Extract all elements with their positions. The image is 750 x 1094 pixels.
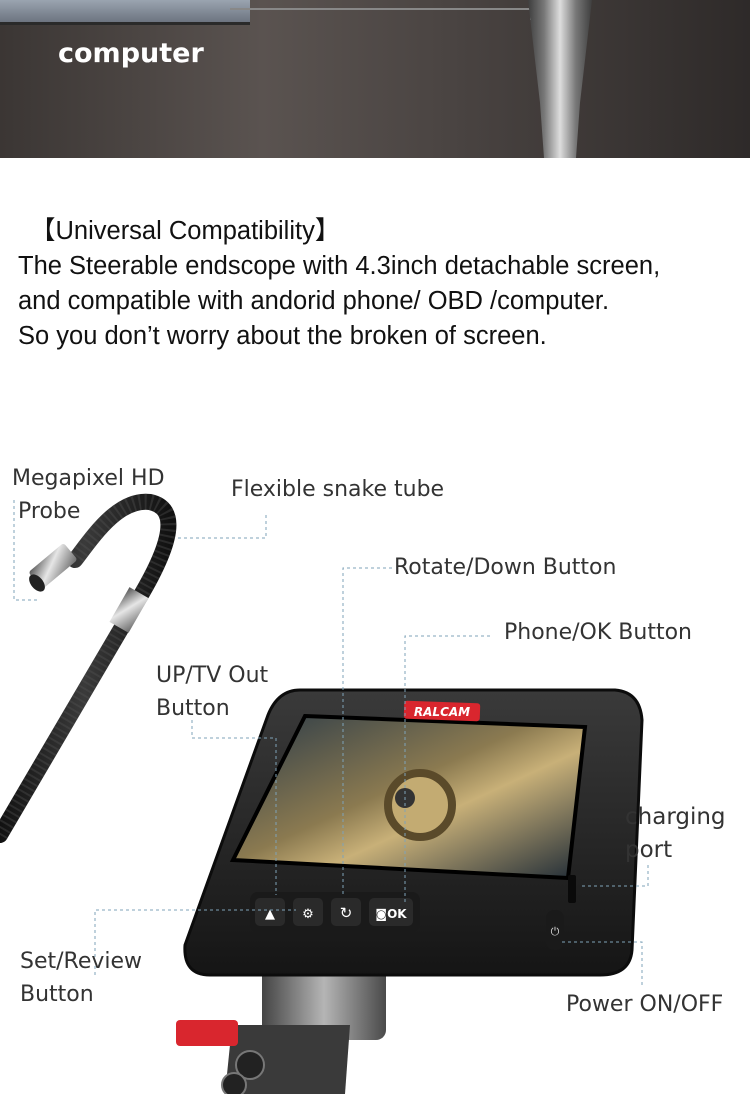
- gear-icon: ⚙: [302, 907, 314, 922]
- snake-tube: [0, 493, 177, 843]
- rotate-down-button[interactable]: [331, 898, 361, 926]
- endoscope-illustration: RALCAM ▲ ⚙ ↻ ◙OK ⏻: [0, 493, 649, 1094]
- compatibility-line-1: The Steerable endscope with 4.3inch deta…: [18, 252, 661, 280]
- up-tv-callout: UP/TV Out Button: [156, 659, 268, 725]
- rotate-callout: Rotate/Down Button: [394, 555, 617, 580]
- probe-callout-line-2: Probe: [18, 499, 81, 524]
- up-tv-callout-line-2: Button: [156, 696, 230, 721]
- probe-callout: Megapixel HD Probe: [12, 462, 165, 528]
- banner-label: computer: [58, 38, 204, 69]
- top-banner-image: computer: [0, 0, 750, 158]
- charging-callout: charging port: [625, 801, 726, 867]
- set-review-button[interactable]: [293, 898, 323, 926]
- phone-ok-button[interactable]: [369, 898, 413, 926]
- tube-callout: Flexible snake tube: [231, 477, 445, 502]
- compatibility-description: 【Universal Compatibility】 The Steerable …: [18, 214, 738, 354]
- display-unit: RALCAM ▲ ⚙ ↻ ◙OK ⏻: [183, 688, 644, 977]
- cable-image: [230, 8, 532, 20]
- power-icon: ⏻: [551, 925, 560, 938]
- charging-port: [568, 875, 576, 903]
- charging-callout-line-2: port: [625, 837, 673, 863]
- rotate-icon: ↻: [340, 904, 353, 922]
- camera-probe-tip: [29, 544, 77, 592]
- up-icon: ▲: [265, 907, 275, 922]
- charging-callout-line-1: charging: [625, 804, 726, 830]
- laptop-image: [0, 0, 250, 25]
- camera-ok-icon: ◙OK: [375, 907, 407, 921]
- up-tv-callout-line-1: UP/TV Out: [156, 663, 269, 688]
- power-callout: Power ON/OFF: [566, 992, 724, 1017]
- set-review-callout-line-1: Set/Review: [20, 949, 143, 974]
- set-review-callout: Set/Review Button: [20, 945, 142, 1011]
- brand-label: RALCAM: [414, 705, 470, 719]
- product-diagram: RALCAM ▲ ⚙ ↻ ◙OK ⏻: [0, 440, 750, 1094]
- callout-lines: [13, 500, 649, 985]
- probe-callout-line-1: Megapixel HD: [12, 466, 165, 491]
- phone-ok-callout: Phone/OK Button: [504, 620, 692, 645]
- power-button[interactable]: [546, 910, 564, 950]
- set-review-callout-line-2: Button: [20, 982, 94, 1007]
- compatibility-line-2: and compatible with andorid phone/ OBD /…: [18, 287, 610, 315]
- compatibility-line-3: So you don’t worry about the broken of s…: [18, 322, 547, 350]
- compatibility-heading: 【Universal Compatibility】: [30, 217, 341, 245]
- connector-image: [528, 0, 592, 158]
- up-tv-out-button[interactable]: [255, 898, 285, 926]
